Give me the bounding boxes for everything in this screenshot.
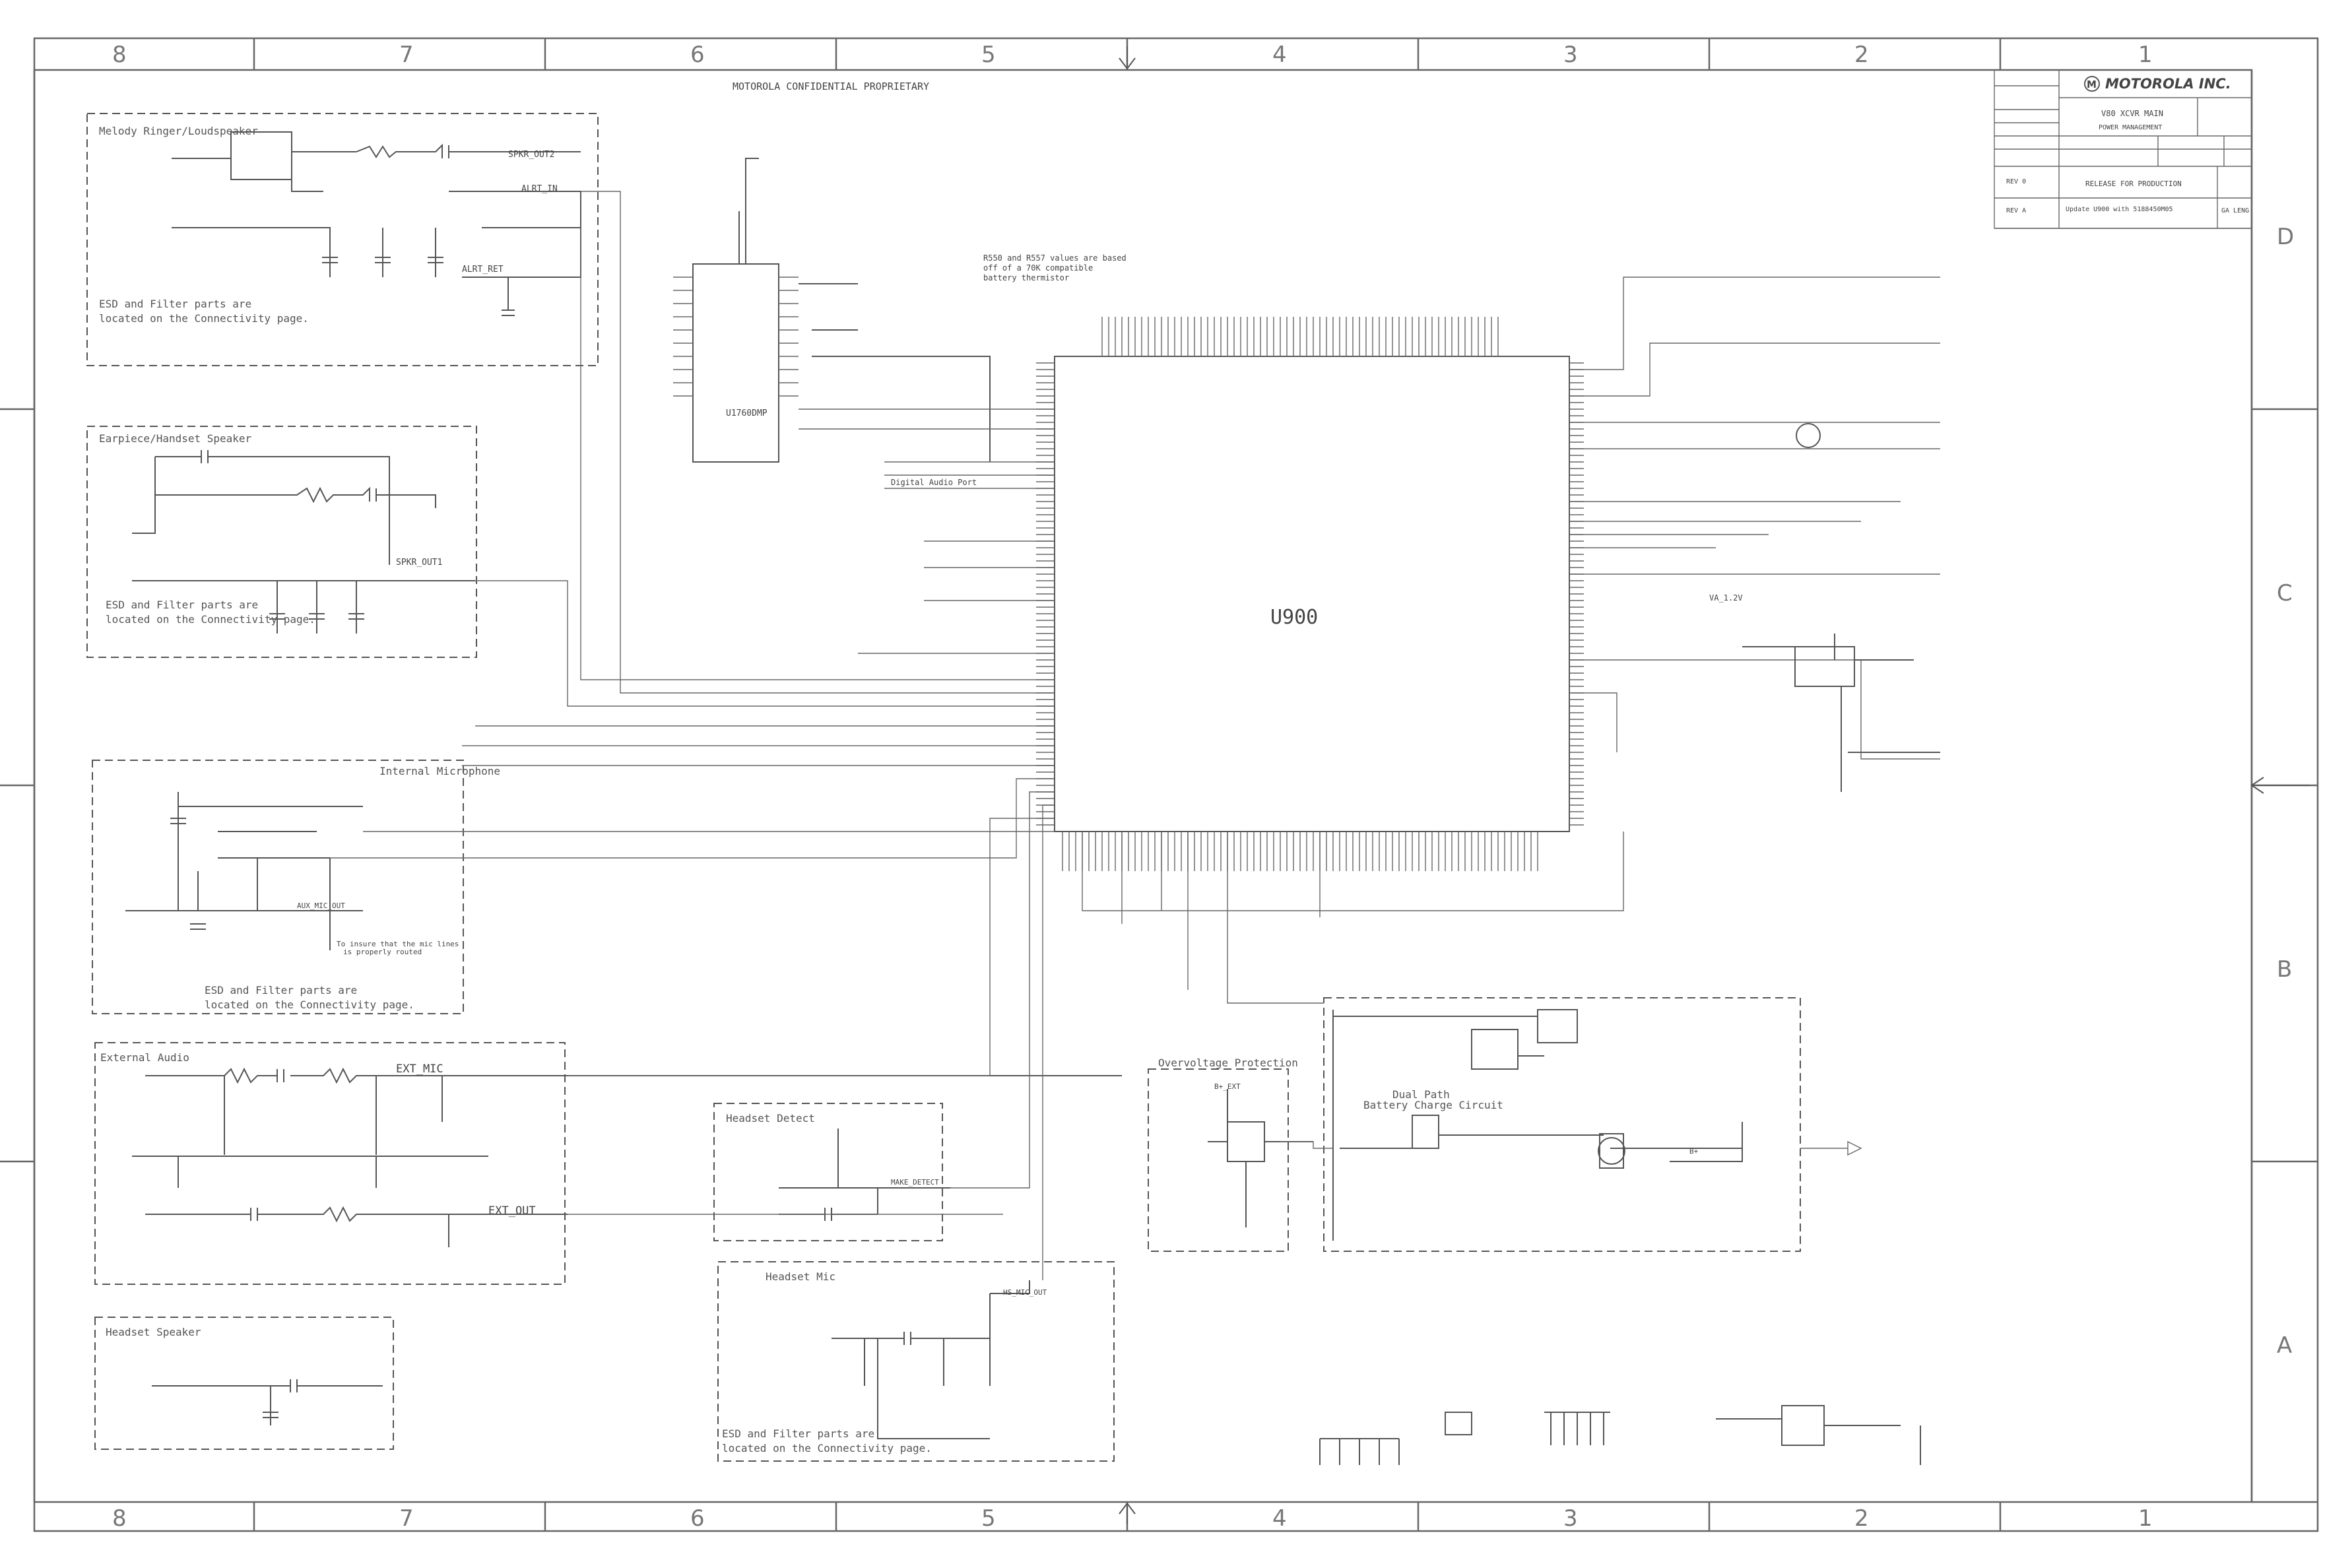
int-mic-note-2: located on the Connectivity page. (205, 998, 414, 1011)
sig-alrt-in: ALRT_IN (521, 184, 558, 194)
right-transistors (1742, 423, 1940, 792)
overvoltage-block: Overvoltage Protection B+_EXT (1148, 1057, 1313, 1252)
hs-mic-title: Headset Mic (766, 1270, 835, 1283)
drawing-border (33, 69, 2253, 1503)
sig-aux-mic: AUX_MIC_OUT (297, 901, 345, 910)
charger-title: Dual Path (1392, 1088, 1450, 1101)
zone-labels: 8 7 6 5 4 3 2 1 8 7 6 5 4 3 2 1 D C B A (112, 42, 2294, 1532)
title-block: M MOTOROLA INC. V80 XCVR MAIN POWER MANA… (1994, 69, 2252, 229)
motorola-logo-icon: M (2084, 76, 2100, 92)
zone-col-8-bottom: 8 (112, 1505, 127, 1532)
zone-col-4: 4 (1272, 42, 1287, 68)
title-line-2: POWER MANAGEMENT (2099, 124, 2162, 131)
zone-dividers (0, 38, 2318, 1531)
external-audio-block: External Audio EXT_MIC EXT_OUT (94, 1042, 1122, 1285)
zone-col-1: 1 (2138, 42, 2153, 68)
confidential-header: MOTOROLA CONFIDENTIAL PROPRIETARY (733, 81, 929, 92)
ovp-title: Overvoltage Protection (1158, 1057, 1298, 1069)
hs-mic-note-2: located on the Connectivity page. (722, 1442, 932, 1454)
zone-col-3: 3 (1563, 42, 1578, 68)
zone-col-3-bottom: 3 (1563, 1505, 1578, 1532)
zone-row-d: D (2277, 224, 2294, 250)
melody-note-2: located on the Connectivity page. (99, 312, 309, 325)
zone-col-1-bottom: 1 (2138, 1505, 2153, 1532)
release-note: RELEASE FOR PRODUCTION (2085, 180, 2182, 188)
main-chip-label: U900 (1270, 606, 1318, 629)
rev-a-note: Update U900 with 5188450M05 (2066, 206, 2173, 213)
sig-ext-mic: EXT_MIC (396, 1062, 443, 1076)
logo-glyph: M (2087, 79, 2097, 90)
approver: GA LENG (2221, 207, 2249, 214)
zone-col-4-bottom: 4 (1272, 1505, 1287, 1532)
melody-title: Melody Ringer/Loudspeaker (99, 125, 258, 137)
headset-speaker-block: Headset Speaker (94, 1317, 394, 1450)
hs-speaker-title: Headset Speaker (106, 1326, 201, 1338)
main-chip-u900: U900 R550 and R557 values are based off … (891, 253, 1743, 832)
chip-note-2: off of a 70K compatible (983, 263, 1093, 273)
zone-col-5: 5 (981, 42, 996, 68)
ext-audio-title: External Audio (100, 1051, 189, 1064)
sig-make-detect: MAKE_DETECT (891, 1178, 939, 1187)
earpiece-note-2: located on the Connectivity page. (106, 613, 315, 626)
sig-bplus-ext: B+_EXT (1214, 1082, 1241, 1091)
zone-col-6: 6 (690, 42, 705, 68)
int-mic-note-1: ESD and Filter parts are (205, 984, 357, 996)
company-name: MOTOROLA INC. (2105, 76, 2231, 92)
charger-title-2: Battery Charge Circuit (1363, 1099, 1503, 1111)
zone-col-8: 8 (112, 42, 127, 68)
dai-label: Digital Audio Port (891, 478, 977, 487)
zone-row-a: A (2277, 1332, 2292, 1359)
zone-col-5-bottom: 5 (981, 1505, 996, 1532)
int-mic-title: Internal Microphone (379, 765, 500, 777)
melody-note-1: ESD and Filter parts are (99, 298, 251, 310)
sig-va-12v: VA_1.2V (1709, 593, 1743, 603)
zone-col-7-bottom: 7 (399, 1505, 414, 1532)
headset-detect-block: Headset Detect MAKE_DETECT (713, 1103, 950, 1241)
zone-col-7: 7 (399, 42, 414, 68)
title-line-1: V80 XCVR MAIN (2101, 109, 2163, 118)
zone-row-c: C (2277, 580, 2293, 606)
sig-hs-mic: HS_MIC_OUT (1003, 1288, 1047, 1297)
rev-0-label: REV 0 (2006, 178, 2026, 185)
hs-detect-title: Headset Detect (726, 1112, 815, 1125)
sig-spkr-out1: SPKR_OUT1 (396, 558, 442, 568)
zone-row-b: B (2277, 956, 2292, 983)
zone-col-6-bottom: 6 (690, 1505, 705, 1532)
interconnect-wires (330, 191, 1940, 1280)
charger-block: Dual Path Battery Charge Circuit B+ (1323, 997, 1801, 1252)
chip-note-1: R550 and R557 values are based (983, 253, 1127, 263)
sig-ext-out: EXT_OUT (488, 1204, 536, 1218)
misc-parts (1319, 1405, 1921, 1465)
rev-a-label: REV A (2006, 207, 2026, 214)
aux-chip-label: U1760DMP (726, 408, 768, 418)
zone-col-2: 2 (1854, 42, 1869, 68)
chip-note-3: battery thermistor (983, 273, 1069, 282)
internal-mic-block: Internal Microphone ESD and Filter parts… (92, 760, 500, 1014)
zone-col-2-bottom: 2 (1854, 1505, 1869, 1532)
sig-spkr-out2: SPKR_OUT2 (508, 150, 554, 160)
int-mic-routing-1: To insure that the mic lines (337, 940, 459, 948)
int-mic-routing-2: is properly routed (343, 948, 422, 956)
aux-chip: U1760DMP (673, 158, 991, 463)
melody-ringer-block: Melody Ringer/Loudspeaker ESD and Filter… (86, 113, 599, 366)
sig-b-plus: B+ (1689, 1147, 1699, 1156)
sig-alrt-ret: ALRT_RET (462, 265, 504, 275)
main-chip-pins (1036, 317, 1584, 871)
earpiece-title: Earpiece/Handset Speaker (99, 432, 252, 445)
headset-mic-block: Headset Mic ESD and Filter parts are loc… (717, 1261, 1115, 1462)
earpiece-note-1: ESD and Filter parts are (106, 599, 258, 611)
hs-mic-note-1: ESD and Filter parts are (722, 1427, 874, 1440)
earpiece-block: Earpiece/Handset Speaker ESD and Filter … (86, 426, 477, 658)
